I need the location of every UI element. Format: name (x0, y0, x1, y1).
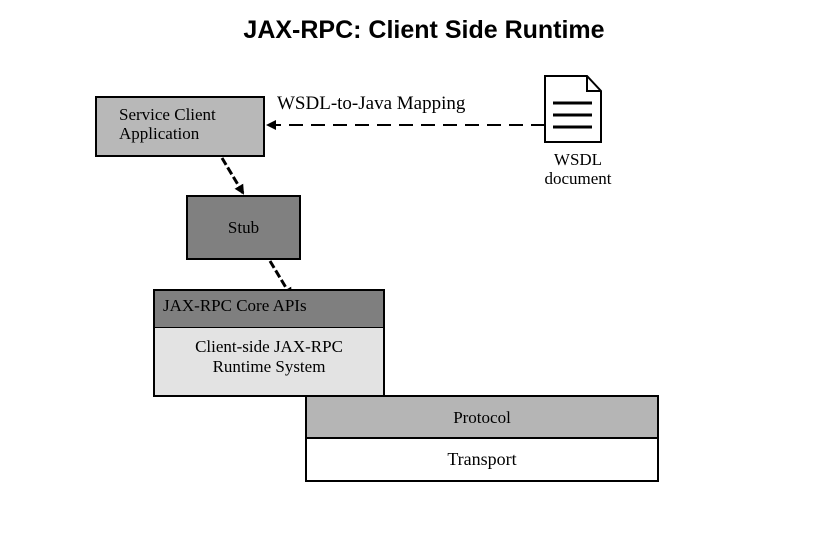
runtime-system-body: Client-side JAX-RPC Runtime System (155, 328, 383, 377)
wsdl-line2: document (544, 169, 612, 188)
transport-layer: Transport (447, 449, 517, 469)
stub-label: Stub (227, 218, 260, 237)
service-client-application-box: Service Client Application (95, 96, 265, 157)
protocol-transport-stack: Protocol Transport (305, 395, 659, 482)
mapping-label: WSDL-to-Java Mapping (275, 93, 468, 115)
diagram-title: JAX-RPC: Client Side Runtime (243, 16, 605, 44)
client-app-line2: Application (119, 124, 200, 143)
stub-box: Stub (186, 195, 301, 260)
client-app-line1: Service Client (119, 105, 216, 124)
wsdl-line1: WSDL (553, 150, 603, 169)
runtime-line2: Runtime System (212, 357, 326, 376)
wsdl-document-label: WSDL document (518, 150, 638, 188)
core-apis-header: JAX-RPC Core APIs (155, 291, 383, 328)
document-icon (544, 75, 602, 143)
runtime-line1: Client-side JAX-RPC (195, 337, 343, 356)
jaxrpc-core-box: JAX-RPC Core APIs Client-side JAX-RPC Ru… (153, 289, 385, 397)
protocol-layer: Protocol (307, 397, 657, 439)
client-to-stub-arrow (220, 157, 245, 195)
